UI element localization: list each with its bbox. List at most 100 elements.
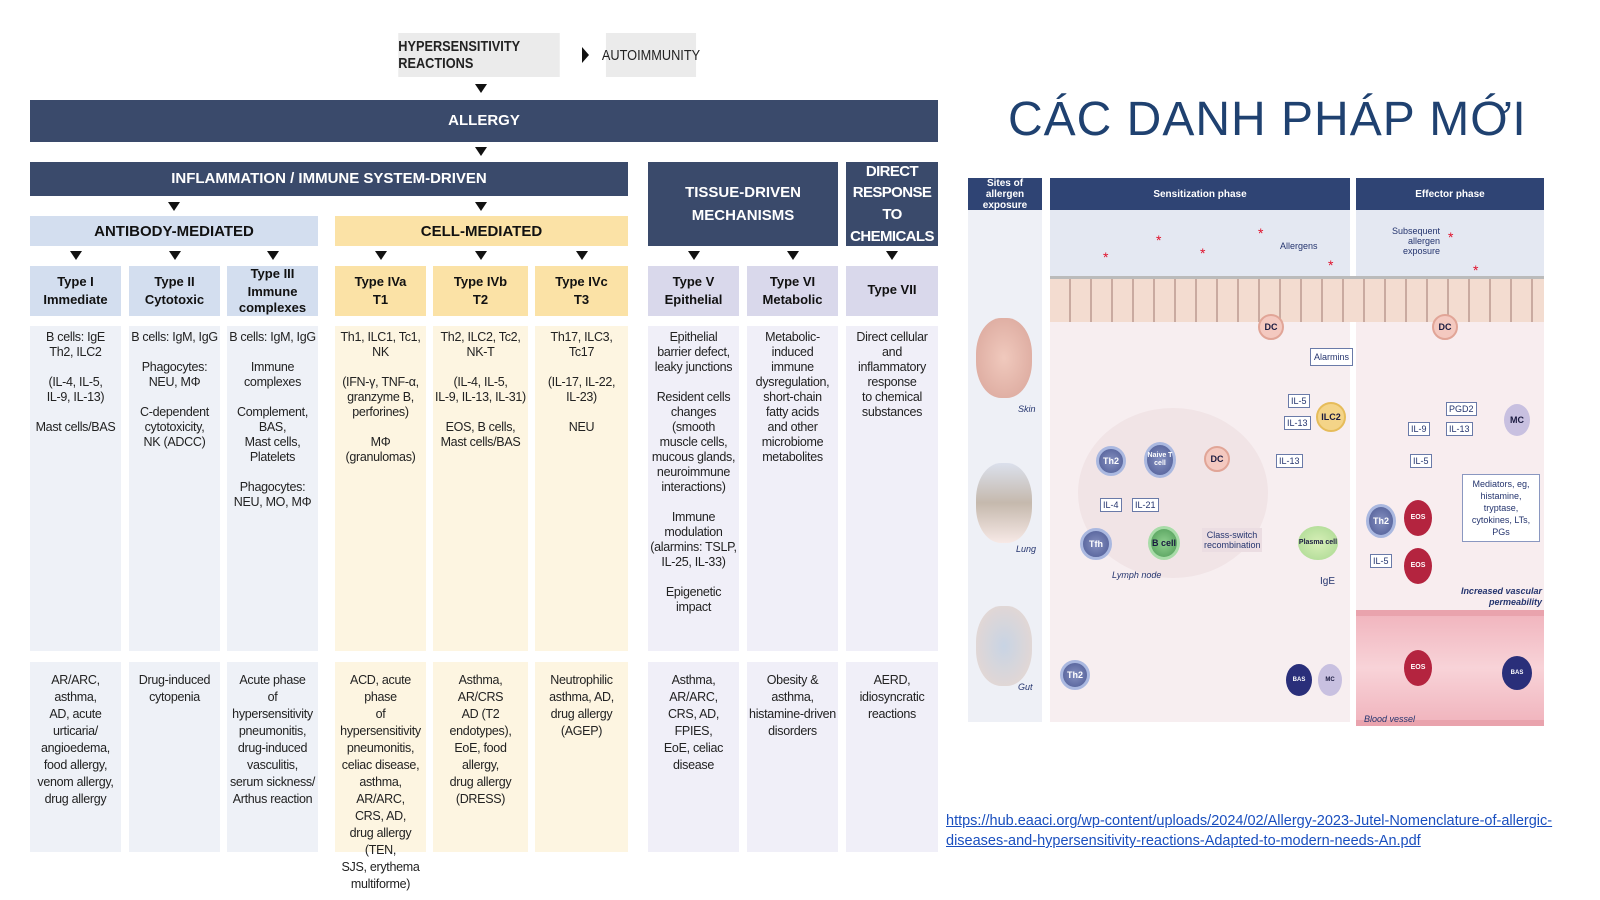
- th2-cell: Th2: [1060, 660, 1090, 690]
- arrow-down-icon: [475, 84, 487, 93]
- inflammation-group: INFLAMMATION / IMMUNE SYSTEM-DRIVEN: [30, 162, 628, 196]
- mechanism-box: Epithelial barrier defect, leaky junctio…: [648, 326, 739, 651]
- naive-t-cell: Naive T cell: [1144, 442, 1176, 478]
- class-switch-label: Class-switch recombination: [1202, 528, 1262, 552]
- type-header: Type I Immediate: [30, 266, 121, 316]
- gut-image: [976, 606, 1032, 686]
- type-subtitle: Immediate: [43, 292, 108, 307]
- mechanism-box: Metabolic-induced immune dysregulation, …: [747, 326, 838, 651]
- effector-header: Effector phase: [1356, 178, 1544, 210]
- arrow-down-icon: [886, 251, 898, 260]
- arrow-down-icon: [475, 147, 487, 156]
- type-header: Type VI Metabolic: [747, 266, 838, 316]
- type-name: Type IVb: [453, 274, 508, 289]
- skin-image: [976, 318, 1032, 398]
- allergen-star-icon: *: [1328, 257, 1334, 273]
- hypersensitivity-reactions-tab[interactable]: HYPERSENSITIVITY REACTIONS: [398, 33, 560, 77]
- arrow-down-icon: [687, 251, 700, 260]
- allergen-star-icon: *: [1103, 249, 1109, 265]
- type-subtitle: T3: [573, 292, 590, 307]
- antibody-mediated-group: ANTIBODY-MEDIATED: [30, 216, 318, 246]
- type-name: Type IVa: [354, 274, 407, 289]
- type-subtitle: Immune complexes: [238, 284, 307, 315]
- mechanism-box: B cells: IgM, IgG Phagocytes: NEU, MΦ C-…: [129, 326, 220, 651]
- tfh-cell: Tfh: [1080, 528, 1112, 560]
- cell-mediated-group: CELL-MEDIATED: [335, 216, 628, 246]
- dendritic-cell: DC: [1204, 446, 1230, 472]
- type-name: Type I: [57, 274, 94, 289]
- mechanism-box: B cells: IgM, IgG Immune complexes Compl…: [227, 326, 318, 651]
- sensitization-header: Sensitization phase: [1050, 178, 1350, 210]
- type-header: Type IVb T2: [433, 266, 528, 316]
- direct-response-group: DIRECT RESPONSE TO CHEMICALS: [846, 162, 938, 246]
- lung-image: [976, 463, 1032, 543]
- epithelium: [1050, 276, 1544, 322]
- allergen-star-icon: *: [1448, 229, 1454, 245]
- autoimmunity-tab[interactable]: AUTOIMMUNITY: [602, 33, 700, 77]
- mechanism-box: Th17, ILC3, Tc17 (IL-17, IL-22, IL-23) N…: [535, 326, 628, 651]
- type-name: Type II: [154, 274, 195, 289]
- arrow-down-icon: [69, 251, 82, 260]
- type-header: Type IVa T1: [335, 266, 426, 316]
- type-subtitle: Cytotoxic: [144, 292, 205, 307]
- diseases-box: Obesity & asthma, histamine-driven disor…: [747, 662, 838, 852]
- arrow-down-icon: [575, 251, 588, 260]
- allergen-star-icon: *: [1258, 225, 1264, 241]
- mechanism-box: Th2, ILC2, Tc2, NK-T (IL-4, IL-5, IL-9, …: [433, 326, 528, 651]
- type-header: Type VII: [846, 266, 938, 316]
- type-subtitle: Epithelial: [664, 292, 723, 307]
- diseases-box: ACD, acute phase of hypersensitivity pne…: [335, 662, 426, 891]
- eosinophil: EOS: [1404, 650, 1432, 686]
- mast-cell: MC: [1318, 664, 1342, 696]
- source-link[interactable]: https://hub.eaaci.org/wp-content/uploads…: [946, 813, 1553, 849]
- type-header: Type IVc T3: [535, 266, 628, 316]
- eosinophil: EOS: [1404, 500, 1432, 536]
- allergen-star-icon: *: [1473, 262, 1479, 278]
- arrow-down-icon: [374, 251, 387, 260]
- chevron-right-icon: [582, 47, 589, 63]
- type-subtitle: T2: [472, 292, 489, 307]
- diseases-box: Asthma, AR/ARC, CRS, AD, FPIES, EoE, cel…: [648, 662, 739, 852]
- diseases-box: Drug-induced cytopenia: [129, 662, 220, 852]
- arrow-down-icon: [474, 251, 487, 260]
- mast-cell: MC: [1504, 404, 1530, 436]
- tissue-driven-group: TISSUE-DRIVEN MECHANISMS: [648, 162, 838, 246]
- basophil: BAS: [1286, 664, 1312, 696]
- type-header: Type II Cytotoxic: [129, 266, 220, 316]
- th2-cell: Th2: [1096, 446, 1126, 476]
- type-name: Type VI: [769, 274, 816, 289]
- arrow-down-icon: [475, 202, 487, 211]
- diseases-box: Neutrophilic asthma, AD, drug allergy (A…: [535, 662, 628, 852]
- sites-header: Sites of allergen exposure: [968, 178, 1042, 211]
- dendritic-cell: DC: [1258, 314, 1284, 340]
- arrow-down-icon: [786, 251, 799, 260]
- type-name: Type III: [250, 266, 295, 281]
- plasma-cell: Plasma cell: [1298, 526, 1338, 560]
- sensitization-effector-figure: Sites of allergen exposure Sensitization…: [968, 178, 1544, 726]
- arrow-down-icon: [168, 251, 181, 260]
- type-name: Type IVc: [555, 274, 608, 289]
- allergy-bar: ALLERGY: [30, 100, 938, 142]
- type-header: Type III Immune complexes: [227, 266, 318, 316]
- diseases-box: Acute phase of hypersensitivity pneumoni…: [227, 662, 318, 852]
- type-subtitle: Metabolic: [762, 292, 823, 307]
- mechanism-box: Th1, ILC1, Tc1, NK (IFN-γ, TNF-α, granzy…: [335, 326, 426, 651]
- diseases-box: AR/ARC, asthma, AD, acute urticaria/ ang…: [30, 662, 121, 852]
- slide-title: CÁC DANH PHÁP MỚI: [1008, 93, 1527, 146]
- diseases-box: Asthma, AR/CRS AD (T2 endotypes), EoE, f…: [433, 662, 528, 852]
- mechanism-box: B cells: IgE Th2, ILC2 (IL-4, IL-5, IL-9…: [30, 326, 121, 651]
- eosinophil: EOS: [1404, 548, 1432, 584]
- b-cell: B cell: [1148, 526, 1180, 560]
- allergen-star-icon: *: [1200, 245, 1206, 261]
- type-name: Type VII: [867, 282, 917, 297]
- th2-cell: Th2: [1366, 504, 1396, 538]
- arrow-down-icon: [168, 202, 180, 211]
- mechanism-box: Direct cellular and inflammatory respons…: [846, 326, 938, 651]
- type-name: Type V: [672, 274, 715, 289]
- type-subtitle: T1: [372, 292, 389, 307]
- dendritic-cell: DC: [1432, 314, 1458, 340]
- diseases-box: AERD, idiosyncratic reactions: [846, 662, 938, 852]
- allergen-star-icon: *: [1156, 232, 1162, 248]
- mediators-box: Mediators, eg, histamine, tryptase, cyto…: [1462, 474, 1540, 542]
- ilc2-cell: ILC2: [1316, 402, 1346, 432]
